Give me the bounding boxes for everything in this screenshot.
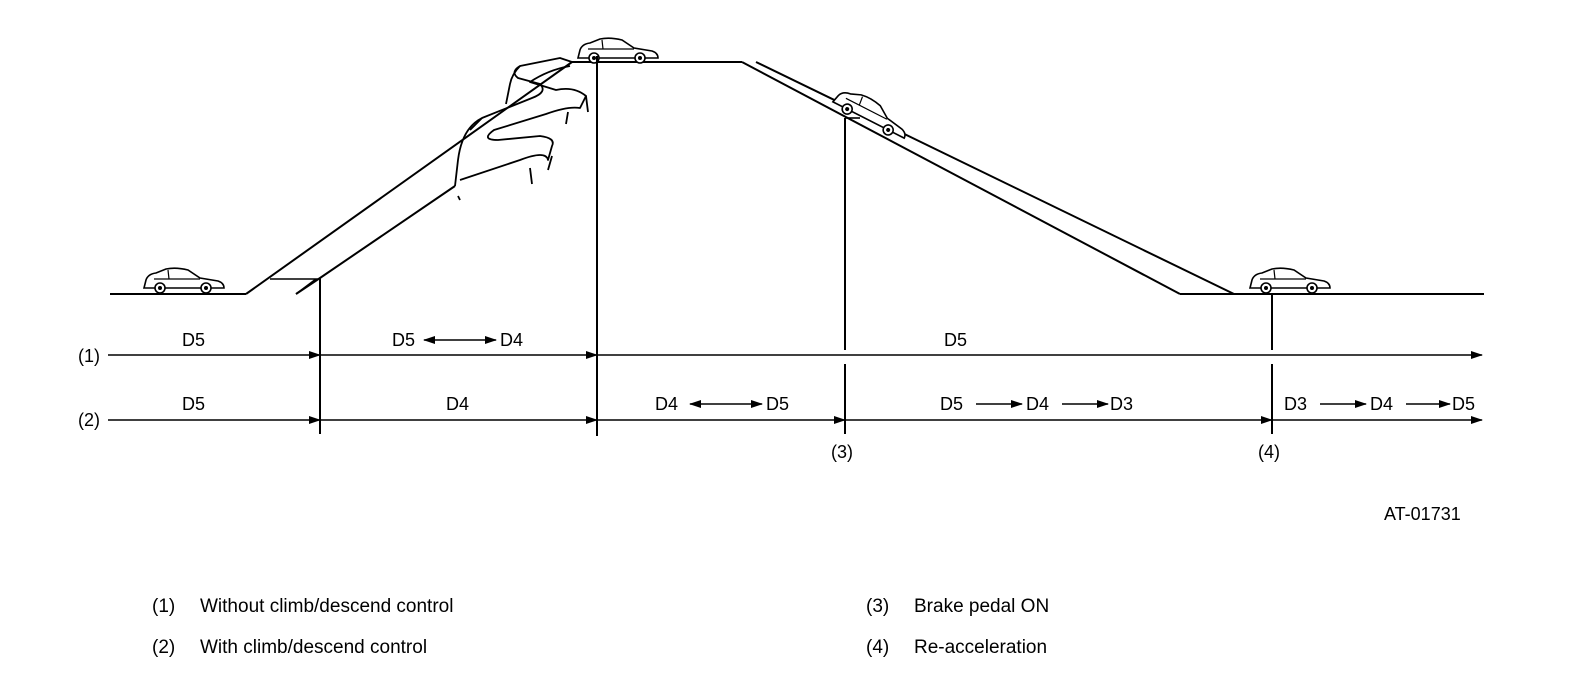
car-icon — [143, 267, 225, 294]
legend-text: With climb/descend control — [200, 637, 428, 658]
gear-label: D3 — [1110, 394, 1133, 414]
gear-label: D5 — [392, 330, 415, 350]
gear-label: D4 — [446, 394, 469, 414]
legend-number: (1) — [152, 596, 176, 617]
slope-down-outer — [741, 61, 1181, 295]
winding-road-icon — [454, 57, 589, 201]
point-marker-reaccel: (4) — [1258, 442, 1280, 462]
car-icon — [1249, 267, 1331, 294]
legend-item: (3) Brake pedal ON — [866, 596, 1049, 618]
phase-dividers — [319, 56, 1273, 436]
gear-label: D4 — [1026, 394, 1049, 414]
slope-up-outer — [245, 61, 573, 295]
slope-up-step — [270, 278, 319, 295]
gear-label: D5 — [940, 394, 963, 414]
gear-label: D5 — [1452, 394, 1475, 414]
legend-number: (4) — [866, 637, 890, 658]
legend-item: (2) With climb/descend control — [152, 637, 427, 659]
climb-descend-diagram: (1) D5 D5 D4 D5 (2) D5 D4 D4 D5 D5 D4 D3… — [78, 37, 1484, 524]
row-marker: (1) — [78, 346, 100, 366]
row-1: (1) D5 D5 D4 D5 — [78, 330, 1483, 366]
terrain — [110, 61, 1484, 295]
figure-code: AT-01731 — [1384, 504, 1461, 524]
car-icon — [829, 83, 914, 144]
legend-text: Brake pedal ON — [914, 596, 1050, 617]
gear-label: D4 — [1370, 394, 1393, 414]
legend-text: Without climb/descend control — [200, 596, 454, 617]
row-2: (2) D5 D4 D4 D5 D5 D4 D3 D3 D4 D5 — [78, 394, 1483, 430]
slope-down-inner — [755, 61, 1235, 295]
row-marker: (2) — [78, 410, 100, 430]
gear-label: D4 — [655, 394, 678, 414]
gear-label: D4 — [500, 330, 523, 350]
car-icon — [577, 37, 659, 64]
legend-item: (4) Re-acceleration — [866, 637, 1047, 659]
gear-label: D5 — [766, 394, 789, 414]
legend-text: Re-acceleration — [914, 637, 1048, 658]
gear-label: D5 — [182, 330, 205, 350]
gear-label: D5 — [944, 330, 967, 350]
legend-number: (3) — [866, 596, 890, 617]
gear-label: D5 — [182, 394, 205, 414]
gear-label: D3 — [1284, 394, 1307, 414]
point-marker-brake: (3) — [831, 442, 853, 462]
legend-item: (1) Without climb/descend control — [152, 596, 453, 618]
legend-number: (2) — [152, 637, 176, 658]
